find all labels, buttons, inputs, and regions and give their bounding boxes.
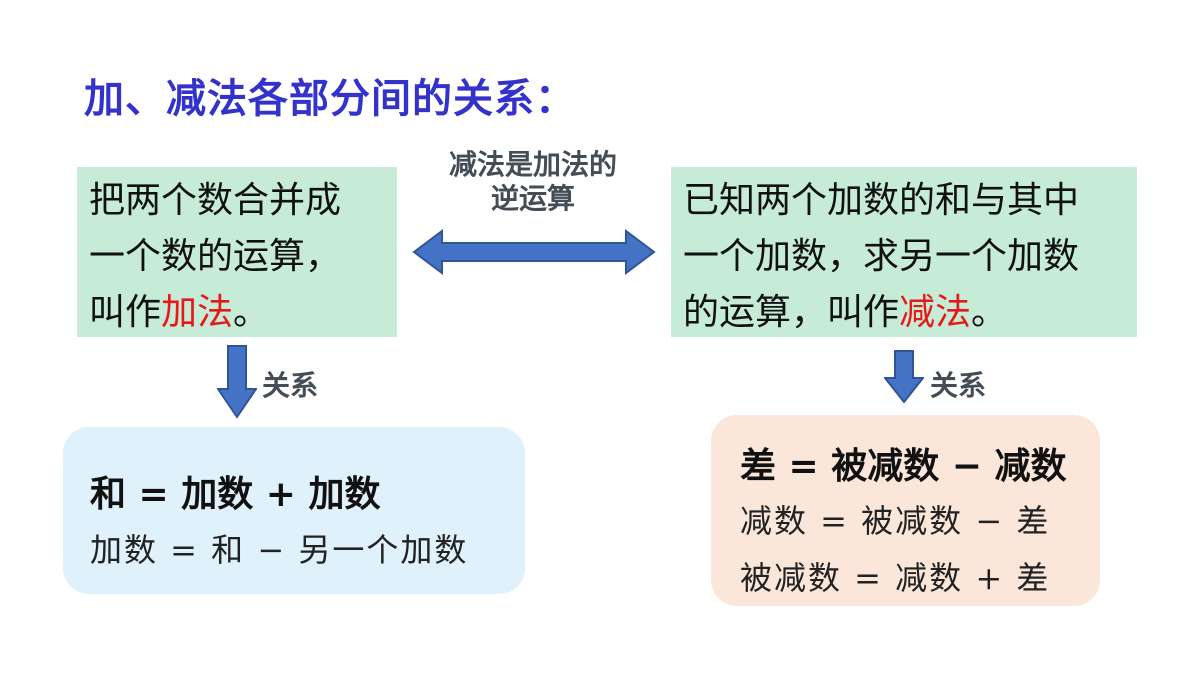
relation-label-right: 关系 xyxy=(930,369,987,402)
subtraction-def-suffix: 。 xyxy=(971,292,1008,333)
relation-label-left: 关系 xyxy=(262,369,319,402)
subtraction-def-line-1: 已知两个加数的和与其中 xyxy=(683,180,1080,221)
page-title: 加、减法各部分间的关系： xyxy=(84,76,576,122)
subtraction-def-prefix: 的运算，叫作 xyxy=(683,292,900,333)
subtraction-definition-box: 已知两个加数的和与其中 一个加数，求另一个加数 的运算，叫作减法。 xyxy=(671,167,1137,337)
down-arrow-icon xyxy=(884,350,924,404)
subtraction-def-line-2: 一个加数，求另一个加数 xyxy=(683,236,1080,277)
subtraction-derived-formula-1: 减数 = 被减数 − 差 xyxy=(740,502,1051,540)
down-arrow-icon xyxy=(217,345,257,419)
addition-term: 加法 xyxy=(161,292,234,333)
subtraction-def-line-3: 的运算，叫作减法。 xyxy=(683,285,1137,341)
addition-def-prefix: 叫作 xyxy=(89,292,162,333)
addition-formula-box: 和 = 加数 + 加数 加数 = 和 − 另一个加数 xyxy=(63,427,525,594)
addition-def-line-3: 叫作加法。 xyxy=(89,285,397,341)
subtraction-formula-box: 差 = 被减数 − 减数 减数 = 被减数 − 差 被减数 = 减数 + 差 xyxy=(711,415,1100,606)
addition-def-line-1: 把两个数合并成 xyxy=(89,180,342,221)
inverse-label-line-2: 逆运算 xyxy=(490,182,575,215)
addition-def-suffix: 。 xyxy=(233,292,270,333)
addition-derived-formula: 加数 = 和 − 另一个加数 xyxy=(90,531,469,569)
addition-definition-box: 把两个数合并成 一个数的运算， 叫作加法。 xyxy=(77,167,397,337)
inverse-label-line-1: 减法是加法的 xyxy=(448,148,617,181)
double-headed-arrow-icon xyxy=(412,229,656,275)
addition-main-formula: 和 = 加数 + 加数 xyxy=(90,474,381,515)
subtraction-term: 减法 xyxy=(899,292,972,333)
inverse-operation-label: 减法是加法的 逆运算 xyxy=(420,148,646,216)
subtraction-main-formula: 差 = 被减数 − 减数 xyxy=(740,446,1067,487)
addition-def-line-2: 一个数的运算， xyxy=(89,236,342,277)
subtraction-derived-formula-2: 被减数 = 减数 + 差 xyxy=(740,559,1051,597)
